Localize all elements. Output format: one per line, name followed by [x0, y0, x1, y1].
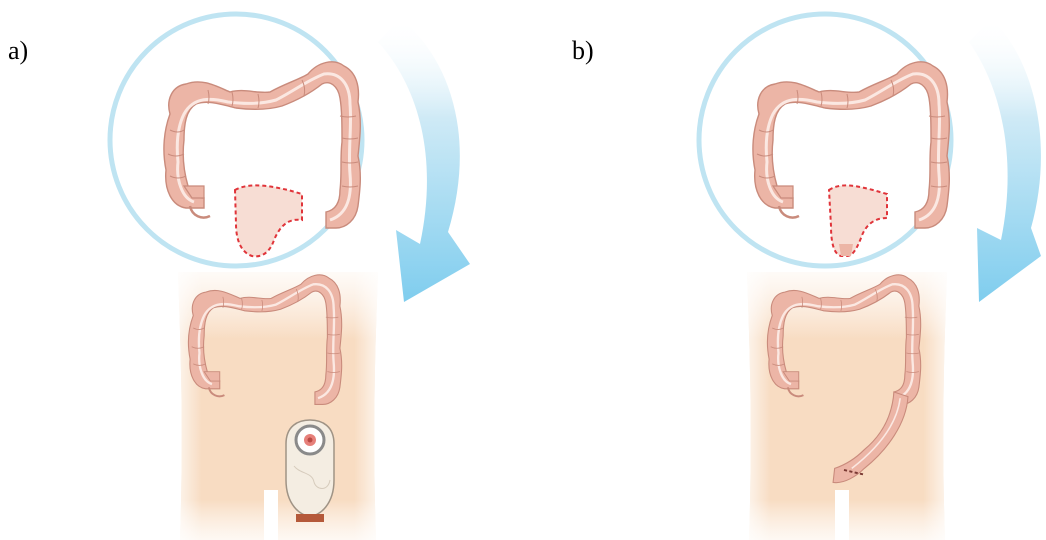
figure-b	[523, 0, 1046, 540]
ostomy-bag-icon	[286, 420, 334, 522]
figure-a	[0, 0, 523, 540]
curved-arrow-icon	[969, 18, 1041, 302]
curved-arrow-icon	[378, 18, 470, 302]
panel-b: b)	[523, 0, 1046, 540]
panel-a: a)	[0, 0, 523, 540]
magnifier-circle-icon	[699, 14, 951, 266]
